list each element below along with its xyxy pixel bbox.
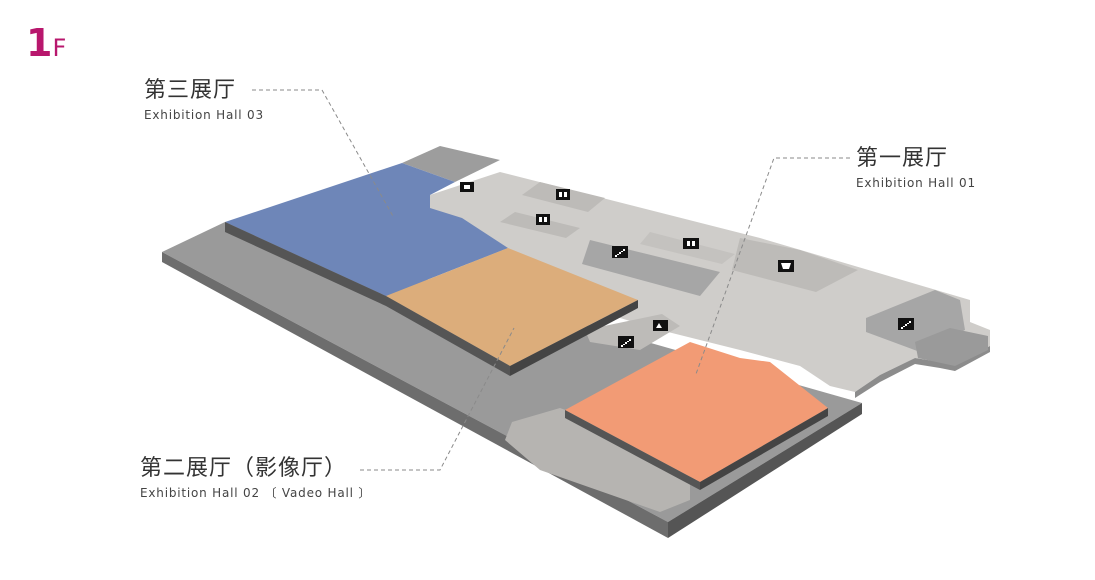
restroom-icon [536,214,550,225]
hall-01-side [565,410,700,490]
floor-base-side-right [668,403,862,538]
floor-number: 1 [26,21,53,65]
hall-03-name-en: Exhibition Hall 03 [144,108,264,122]
hall-02-side-right [510,300,638,376]
stairs-icon [618,336,634,348]
floor-suffix: F [52,34,67,62]
hall-03-name-cn: 第三展厅 [144,78,237,103]
room-shop [732,238,858,292]
restroom-icon [683,238,699,249]
hall-02-label: 第二展厅（影像厅） Exhibition Hall 02 〔 Vadeo Hal… [140,456,371,502]
room-lower-left [505,408,690,512]
hall-01-name-en: Exhibition Hall 01 [856,176,976,190]
hall-02-side [386,296,510,376]
leader-hall-02 [360,327,515,471]
stairs-icon [612,246,628,258]
hall-01-side-right [700,408,828,490]
restroom-icon [460,182,474,192]
hall-03-side [225,222,386,306]
room-corner [915,328,988,366]
hall-01-label: 第一展厅 Exhibition Hall 01 [856,146,976,192]
shop-icon [778,260,794,272]
leader-hall-03 [252,89,395,219]
hall-03-top [225,163,508,296]
hall-02-name-cn: 第二展厅（影像厅） [140,456,348,481]
stairs-icon [898,318,914,330]
rear-block [402,146,500,182]
elevator-icon [653,320,668,331]
hall-02-name-en: Exhibition Hall 02 〔 Vadeo Hall 〕 [140,486,372,500]
hall-01-name-cn: 第一展厅 [856,146,949,171]
floor-label: 1F [26,24,66,62]
hall-03-label: 第三展厅 Exhibition Hall 03 [144,78,264,124]
restroom-icon [556,189,570,200]
hall-01-top [565,342,828,482]
hall-02-top [386,248,638,366]
